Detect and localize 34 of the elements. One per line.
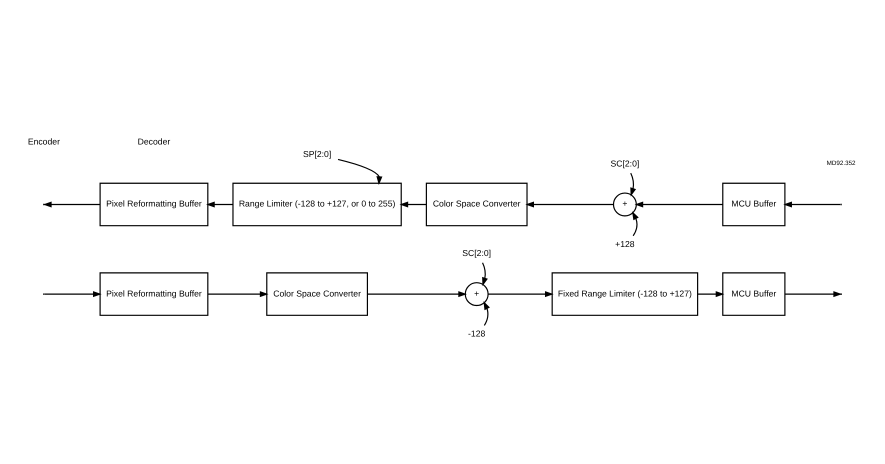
node-circle: + [612,192,637,216]
node-text: SC[2:0] [610,158,640,169]
node-circle: + [464,282,489,306]
arrow [525,201,614,208]
node-box: Pixel Reformatting Buffer [100,182,208,226]
node-box: Range Limiter (-128 to +127, or 0 to 255) [232,182,402,226]
node-box: Fixed Range Limiter (-128 to +127) [552,272,698,316]
arrow [785,291,842,298]
node-text: +128 [615,238,635,249]
arrow [634,201,723,208]
node-box: MCU Buffer [722,182,786,226]
arrow [400,201,426,208]
label: Encoder [28,136,60,147]
node-box: MCU Buffer [722,272,786,316]
arrow [338,158,382,185]
node-box: Color Space Converter [426,182,528,226]
arrow [206,201,233,208]
node-text: SC[2:0] [462,248,492,258]
arrow [783,201,840,208]
node-text: SP[2:0] [302,149,332,160]
arrow [482,262,488,286]
node-box: Color Space Converter [266,272,368,316]
node-box: Pixel Reformatting Buffer [100,272,208,316]
node-text: -128 [468,328,486,338]
arrow [630,172,636,196]
arrow [632,211,639,236]
arrow [42,201,100,208]
arrow [483,301,490,326]
arrow [488,291,554,298]
arrow [367,291,467,298]
arrow [698,291,724,298]
arrow [44,291,102,298]
arrow [208,291,268,298]
label: Decoder [138,136,170,147]
